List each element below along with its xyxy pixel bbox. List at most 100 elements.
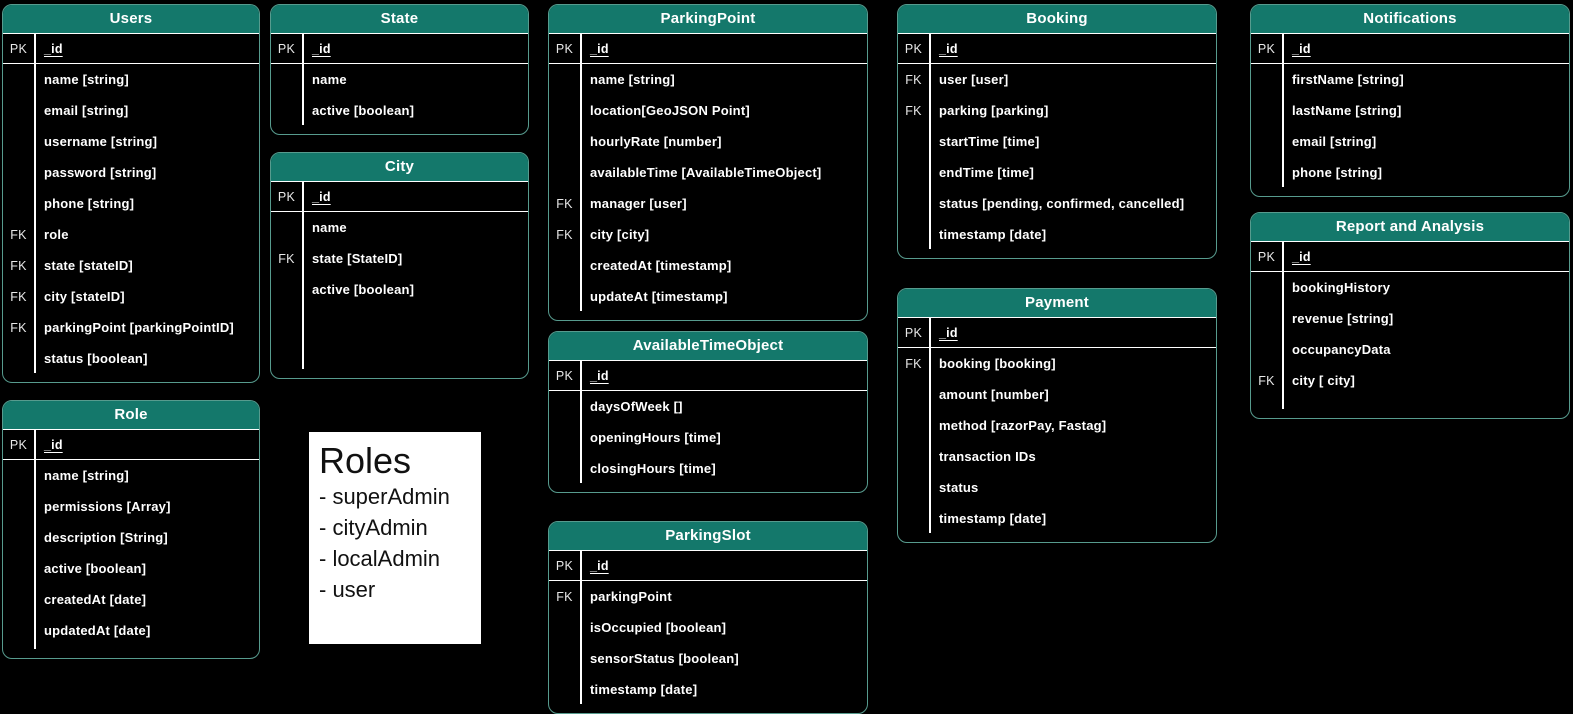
field-label: createdAt [date] xyxy=(44,592,147,607)
field-label: city [city] xyxy=(590,227,650,242)
field-label: status [pending, confirmed, cancelled] xyxy=(939,196,1185,211)
column-divider xyxy=(34,33,36,373)
pk-row: PK_id xyxy=(271,182,528,212)
fk-badge: FK xyxy=(556,227,573,242)
fk-badge: FK xyxy=(1258,373,1275,388)
field-label: city [stateID] xyxy=(44,289,125,304)
field-row: firstName [string] xyxy=(1251,64,1569,95)
roles-note-item: - user xyxy=(319,577,376,603)
fk-badge: FK xyxy=(905,72,922,87)
field-row: name xyxy=(271,212,528,243)
field-label: bookingHistory xyxy=(1292,280,1391,295)
field-label: parkingPoint xyxy=(590,589,672,604)
pk-row: PK_id xyxy=(1251,34,1569,64)
field-row: FK city [ city] xyxy=(1251,365,1569,396)
column-divider xyxy=(1282,241,1284,409)
field-label: startTime [time] xyxy=(939,134,1040,149)
field-label: status xyxy=(939,480,979,495)
field-row: name [string] xyxy=(3,460,259,491)
field-row: startTime [time] xyxy=(898,126,1216,157)
pk-row: PK_id xyxy=(549,34,867,64)
pk-badge: PK xyxy=(904,41,923,56)
pk-badge: PK xyxy=(1257,249,1276,264)
pk-row: PK _id xyxy=(271,34,528,64)
field-row: name [string] xyxy=(549,64,867,95)
pk-row: PK_id xyxy=(3,430,259,460)
field-row: method [razorPay, Fastag] xyxy=(898,410,1216,441)
field-row: status [boolean] xyxy=(3,343,259,374)
field-label: firstName [string] xyxy=(1292,72,1404,87)
field-label: parkingPoint [parkingPointID] xyxy=(44,320,234,335)
field-label: timestamp [date] xyxy=(939,227,1047,242)
field-label: manager [user] xyxy=(590,196,687,211)
field-row: name [string] xyxy=(3,64,259,95)
pk-badge: PK xyxy=(277,41,296,56)
field-label: isOccupied [boolean] xyxy=(590,620,727,635)
pk-field-label: _id xyxy=(1292,41,1311,56)
field-label: occupancyData xyxy=(1292,342,1391,357)
pk-field-label: _id xyxy=(590,558,609,573)
field-label: updatedAt [date] xyxy=(44,623,151,638)
field-label: closingHours [time] xyxy=(590,461,716,476)
field-label: name xyxy=(312,220,347,235)
pk-badge: PK xyxy=(9,41,28,56)
field-row: hourlyRate [number] xyxy=(549,126,867,157)
field-label: active [boolean] xyxy=(44,561,147,576)
pk-field-label: _id xyxy=(44,41,63,56)
roles-note-item: - superAdmin xyxy=(319,484,450,510)
table-title-users: Users xyxy=(3,5,259,34)
column-divider xyxy=(34,429,36,649)
table-title-report-and-analysis: Report and Analysis xyxy=(1251,213,1569,242)
table-title-state: State xyxy=(271,5,528,34)
field-label: city [ city] xyxy=(1292,373,1356,388)
pk-field-label: _id xyxy=(312,189,331,204)
field-label: name [string] xyxy=(44,72,129,87)
field-label: phone [string] xyxy=(1292,165,1383,180)
field-row: permissions [Array] xyxy=(3,491,259,522)
field-label: openingHours [time] xyxy=(590,430,721,445)
field-row: updatedAt [date] xyxy=(3,615,259,646)
pk-field-label: _id xyxy=(312,41,331,56)
pk-field-label: _id xyxy=(939,325,958,340)
field-row: createdAt [date] xyxy=(3,584,259,615)
field-label: endTime [time] xyxy=(939,165,1035,180)
field-label: status [boolean] xyxy=(44,351,148,366)
roles-note: Roles - superAdmin - cityAdmin - localAd… xyxy=(309,432,481,644)
field-row: closingHours [time] xyxy=(549,453,867,484)
field-label: timestamp [date] xyxy=(939,511,1047,526)
pk-field-label: _id xyxy=(590,41,609,56)
roles-note-item: - cityAdmin xyxy=(319,515,428,541)
field-row: email [string] xyxy=(3,95,259,126)
column-divider xyxy=(302,181,304,369)
column-divider xyxy=(580,33,582,311)
column-divider xyxy=(1282,33,1284,187)
pk-badge: PK xyxy=(555,368,574,383)
pk-badge: PK xyxy=(555,558,574,573)
fk-badge: FK xyxy=(905,356,922,371)
field-label: password [string] xyxy=(44,165,157,180)
table-title-booking: Booking xyxy=(898,5,1216,34)
column-divider xyxy=(929,33,931,249)
field-label: availableTime [AvailableTimeObject] xyxy=(590,165,822,180)
field-row: openingHours [time] xyxy=(549,422,867,453)
field-label: permissions [Array] xyxy=(44,499,171,514)
column-divider xyxy=(929,317,931,533)
